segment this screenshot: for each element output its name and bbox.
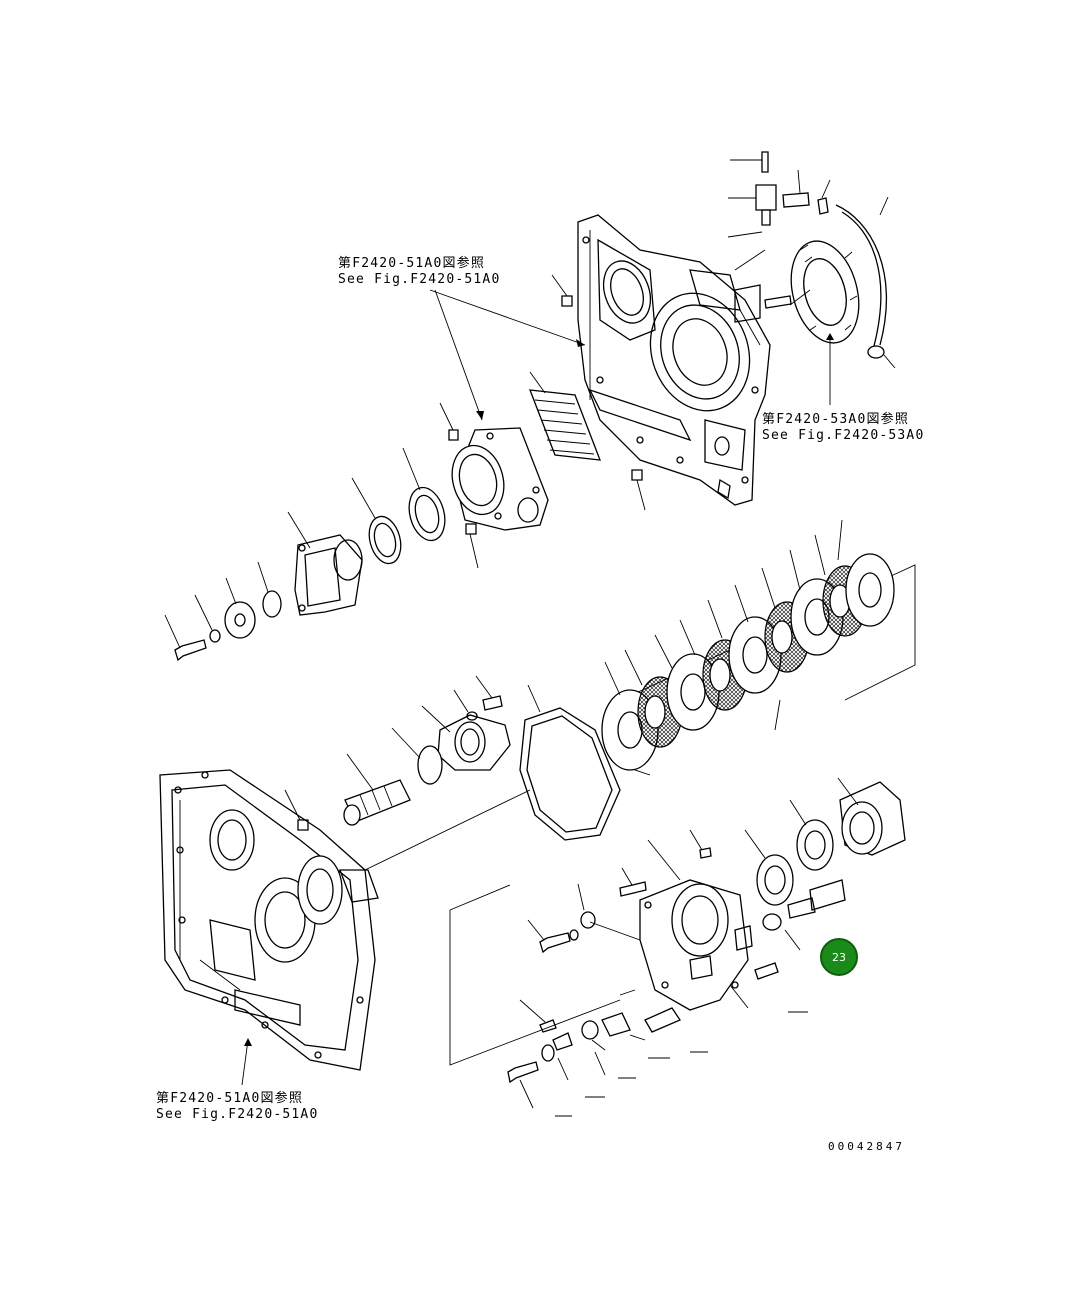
seal-rings-upper (351, 447, 446, 565)
drawing-number: 00042847 (828, 1140, 905, 1153)
reference-jp: 第F2420-53A0図参照 (762, 412, 910, 427)
part-number-label: 23 (832, 950, 846, 964)
reference-en: See Fig.F2420-51A0 (156, 1107, 319, 1122)
flange-fasteners (164, 561, 282, 662)
part-number-badge[interactable]: 23 (820, 938, 858, 976)
bearing-cage (451, 427, 549, 531)
clutch-discs (601, 553, 895, 771)
reference-leaders (429, 289, 586, 421)
pump-assembly-group (449, 777, 906, 1117)
reference-en: See Fig.F2420-53A0 (762, 428, 925, 443)
speed-sensor-ring (764, 240, 860, 405)
clutch-pack (601, 519, 916, 776)
reference-jp: 第F2420-51A0図参照 (156, 1091, 304, 1106)
front-transfer-case (159, 769, 531, 1086)
reference-en: See Fig.F2420-51A0 (338, 272, 501, 287)
drive-yoke (287, 511, 363, 616)
small-bolts-upper (439, 274, 646, 569)
reference-note-top-right: 第F2420-53A0図参照 See Fig.F2420-53A0 (762, 412, 924, 444)
reference-note-bottom-left: 第F2420-51A0図参照 See Fig.F2420-51A0 (156, 1091, 318, 1123)
shim-stack (529, 371, 601, 461)
cover-gasket (519, 684, 621, 841)
cover-and-shaft (343, 675, 511, 826)
breather-assembly (727, 151, 896, 369)
reference-note-top-left: 第F2420-51A0図参照 See Fig.F2420-51A0 (338, 256, 500, 288)
reference-jp: 第F2420-51A0図参照 (338, 256, 486, 271)
upper-transfer-case (577, 214, 771, 506)
